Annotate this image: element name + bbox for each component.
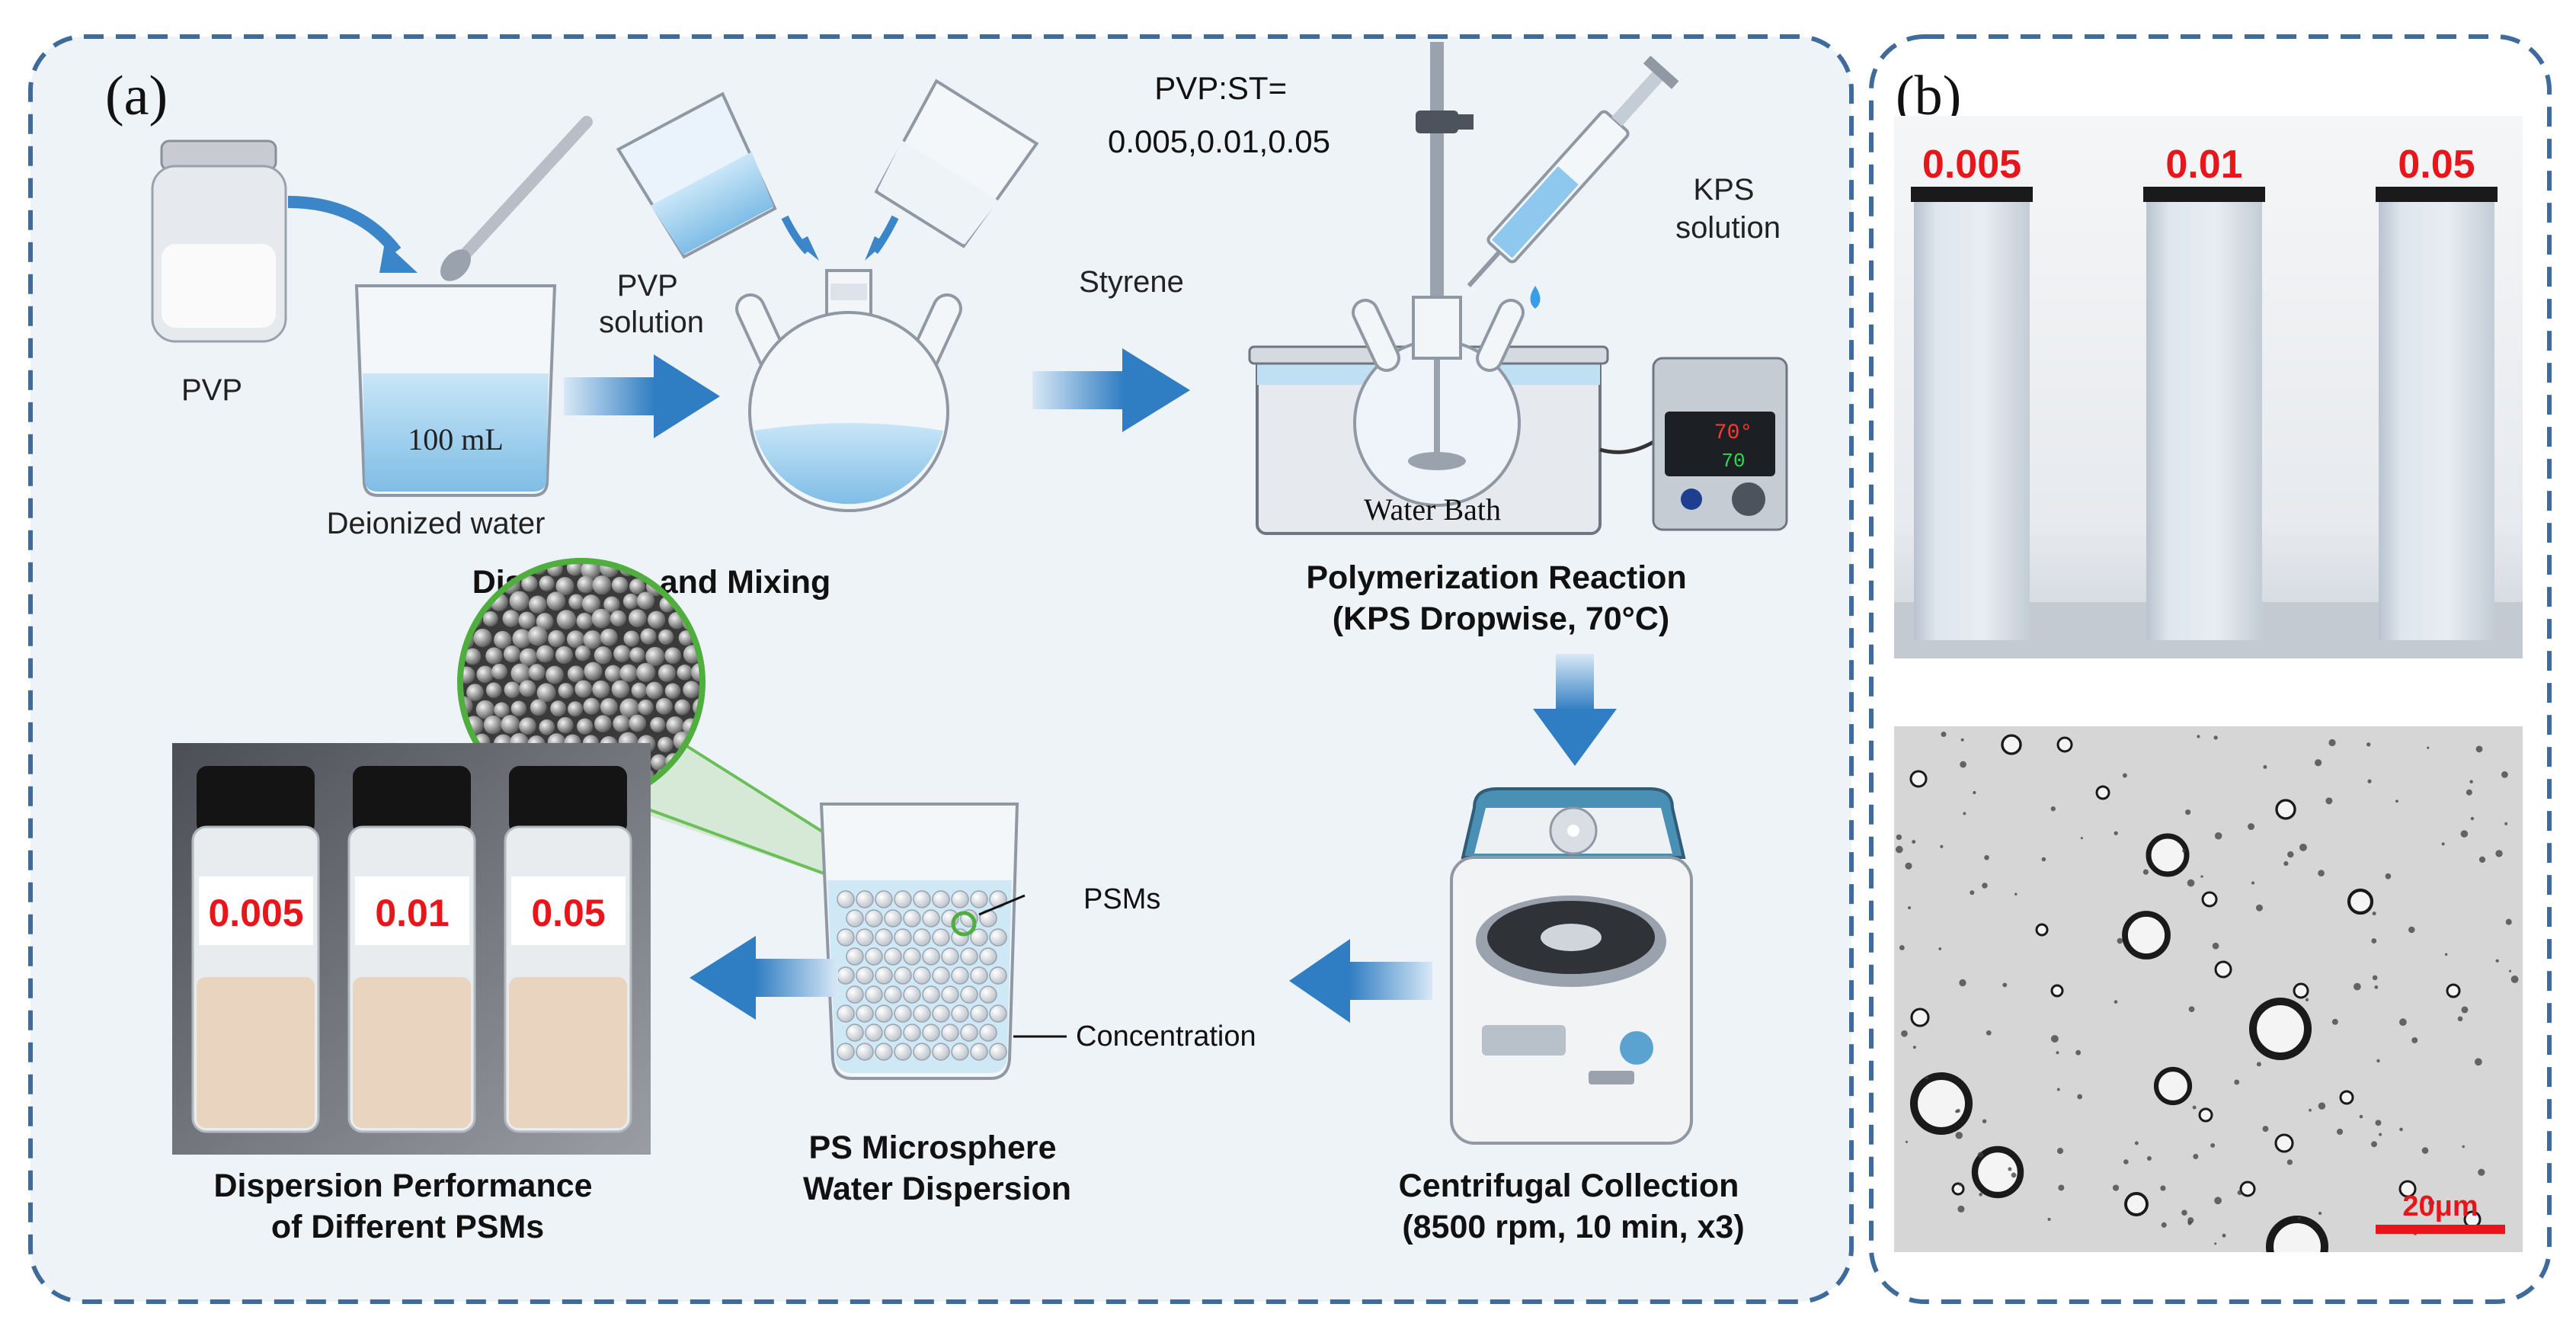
temp-display-set: 70° <box>1714 421 1752 445</box>
pouring-beaker-right-icon <box>874 78 1039 248</box>
scale-bar <box>2376 1225 2505 1234</box>
step-polymerization-title: Polymerization Reaction (KPS Dropwise, 7… <box>1306 559 1695 637</box>
process-arrow-left-1 <box>1289 939 1432 1023</box>
vial-3: 0.05 <box>504 766 632 1133</box>
psms-label: PSMs <box>1083 883 1160 915</box>
clamp-stand-icon <box>1416 42 1474 377</box>
step-centrifugal-title: Centrifugal Collection (8500 rpm, 10 min… <box>1399 1168 1749 1245</box>
kps-drop-icon <box>1530 286 1541 309</box>
kps-solution-label: KPS solution <box>1675 173 1781 245</box>
step-dispersion-title: PS Microsphere Water Dispersion <box>803 1129 1071 1207</box>
optical-micrograph <box>1894 726 2523 1252</box>
beaker-volume-label: 100 mL <box>408 422 504 457</box>
pvp-label: PVP <box>181 373 242 407</box>
deionized-water-label: Deionized water <box>327 507 546 540</box>
process-arrow-left-2 <box>690 936 838 1020</box>
deionized-water-beaker-icon <box>354 284 557 497</box>
centrifuge-icon <box>1450 787 1693 1145</box>
tube-label: 0.05 <box>2398 143 2475 187</box>
pour-arrow-icon <box>287 196 402 255</box>
process-arrow-right-2 <box>1032 348 1190 432</box>
process-arrow-right-1 <box>564 354 720 438</box>
scale-bar-label: 20μm <box>2402 1190 2478 1222</box>
process-arrow-down <box>1533 654 1617 766</box>
vials-photo: 0.005 0.01 0.05 <box>172 743 651 1155</box>
ratio-label: PVP:ST= 0.005,0.01,0.05 <box>1108 70 1330 159</box>
pouring-beaker-left-icon <box>616 91 777 259</box>
water-bath-icon <box>1248 296 1609 535</box>
stirring-rod-icon <box>440 116 593 281</box>
concentration-label: Concentration <box>1076 1020 1256 1052</box>
temperature-controller-icon <box>1599 357 1788 531</box>
dispersion-beaker-icon <box>819 803 1019 1080</box>
temp-display-actual: 70 <box>1721 450 1745 473</box>
tube-2: 0.01 <box>2143 143 2265 640</box>
styrene-label: Styrene <box>1079 265 1184 299</box>
step-performance-title: Dispersion Performance of Different PSMs <box>213 1168 601 1245</box>
pvp-jar-icon <box>151 139 287 343</box>
kps-syringe-icon <box>1467 55 1679 288</box>
vial-label: 0.005 <box>208 892 303 934</box>
vial-2: 0.01 <box>347 766 476 1133</box>
pvp-solution-label: PVP solution <box>599 269 704 339</box>
vial-1: 0.005 <box>191 766 320 1133</box>
panel-a-label: (a) <box>105 65 168 127</box>
three-neck-flask-icon <box>735 269 962 512</box>
vial-label: 0.01 <box>375 892 449 934</box>
tubes-photo: 0.005 0.01 0.05 <box>1894 116 2523 658</box>
vial-label: 0.05 <box>531 892 605 934</box>
tube-label: 0.005 <box>1922 143 2021 187</box>
tube-3: 0.05 <box>2376 143 2498 640</box>
tube-1: 0.005 <box>1911 143 2033 640</box>
water-bath-label: Water Bath <box>1364 492 1501 527</box>
tube-label: 0.01 <box>2165 143 2242 187</box>
